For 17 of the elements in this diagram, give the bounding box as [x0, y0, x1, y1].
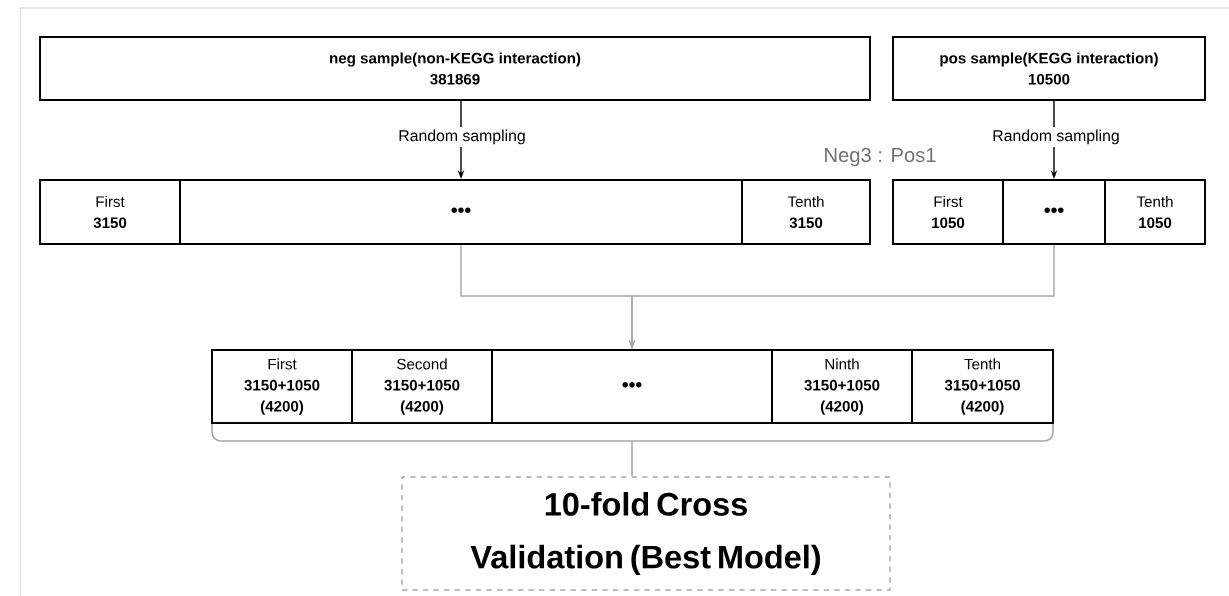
- fold-cell: •••: [491, 349, 773, 424]
- result-box: 10-fold Cross Validation (Best Model): [401, 476, 891, 591]
- sample-box: neg sample(non-KEGG interaction) 381869: [39, 36, 871, 101]
- edge-label: Random sampling: [395, 127, 529, 147]
- ratio-label: Neg3 : Pos1: [825, 147, 936, 167]
- fold-cell: Tenth 1050: [1104, 179, 1206, 245]
- fold-cell: Ninth 3150+1050 (4200): [771, 349, 913, 424]
- fold-cell: Tenth 3150+1050 (4200): [911, 349, 1054, 424]
- edge-label: Random sampling: [989, 127, 1123, 147]
- fold-cell: •••: [1002, 179, 1106, 245]
- fold-cell: First 3150: [39, 179, 181, 245]
- fold-cell: Second 3150+1050 (4200): [351, 349, 493, 424]
- fold-cell: First 3150+1050 (4200): [211, 349, 353, 424]
- fold-cell: Tenth 3150: [741, 179, 871, 245]
- fold-cell: First 1050: [892, 179, 1004, 245]
- fold-cell: •••: [179, 179, 743, 245]
- sample-box: pos sample(KEGG interaction) 10500: [892, 36, 1206, 101]
